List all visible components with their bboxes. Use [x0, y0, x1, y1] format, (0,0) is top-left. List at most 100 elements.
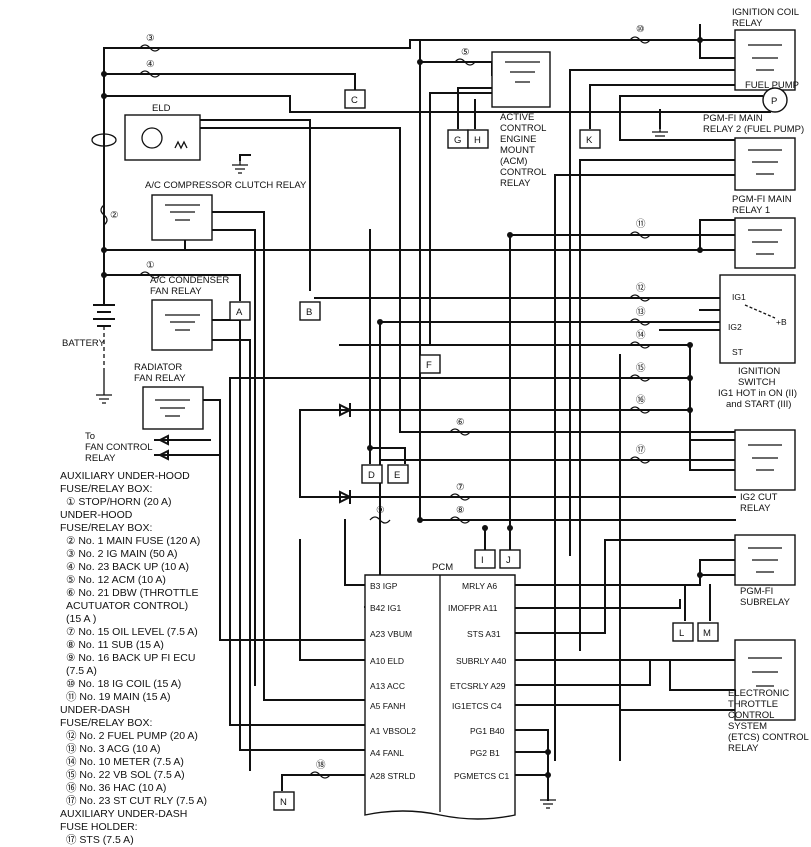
radiator-relay-label: RADIATOR: [134, 362, 182, 373]
fuse-number: ①: [146, 260, 155, 271]
svg-text:THROTTLE: THROTTLE: [728, 699, 778, 710]
connector-boxes: C G H K A B F D E I J L M N: [229, 89, 719, 811]
fuse-1: [139, 271, 161, 279]
legend-item: ② No. 1 MAIN FUSE (120 A): [66, 535, 201, 547]
legend-item: ⑭ No. 10 METER (7.5 A): [66, 756, 184, 768]
svg-text:RELAY 1: RELAY 1: [732, 205, 770, 216]
fuse-number: ⑥: [456, 417, 465, 428]
radiator-relay-box: RADIATOR FAN RELAY: [134, 362, 204, 430]
pcm-pin: A13 ACC: [370, 681, 405, 691]
fuse-number: ⑬: [636, 307, 646, 318]
radiator-relay-label: FAN RELAY: [134, 373, 186, 384]
legend-item: (15 A ): [66, 613, 97, 625]
fan-control-label: To: [85, 431, 95, 442]
fuse-number: ⑫: [636, 283, 646, 294]
legend-item: ACUTUATOR CONTROL): [66, 600, 189, 612]
fuse-15: [629, 374, 651, 382]
wires: [103, 24, 771, 801]
fan-control-label: RELAY: [85, 453, 116, 464]
connector-A: A: [236, 307, 243, 318]
connector-I: I: [481, 555, 484, 566]
legend-item: ⑦ No. 15 OIL LEVEL (7.5 A): [66, 626, 198, 638]
pcm-box: PCM B3 IGP B42 IG1 A23 VBUM A10 ELD A13 …: [364, 562, 516, 820]
fuse-legend: AUXILIARY UNDER-HOOD FUSE/RELAY BOX: ① S…: [58, 470, 208, 847]
fuse-14: [629, 341, 651, 349]
fuse-number: ⑱: [316, 760, 326, 771]
legend-item: ⑯ No. 36 HAC (10 A): [66, 782, 167, 794]
pcm-pin: B42 IG1: [370, 603, 401, 613]
fuses: [100, 36, 651, 779]
connector-D: D: [368, 470, 375, 481]
fuse-number: ③: [146, 33, 155, 44]
legend-item: ③ No. 2 IG MAIN (50 A): [66, 548, 178, 560]
fuse-6: [449, 428, 471, 436]
svg-text:IGNITION COIL: IGNITION COIL: [732, 7, 799, 18]
connector-E: E: [394, 470, 400, 481]
pcm-pin: A23 VBUM: [370, 629, 412, 639]
pcm-pin: A4 FANL: [370, 748, 404, 758]
fuse-number: ⑧: [456, 505, 465, 516]
fuse-number: ⑩: [636, 24, 645, 35]
fuel-pump: FUEL PUMP P: [745, 80, 799, 113]
legend-item: ⑧ No. 11 SUB (15 A): [66, 639, 164, 651]
svg-text:ENGINE: ENGINE: [500, 134, 536, 145]
fuse-7: [449, 493, 471, 501]
fuse-18: [309, 771, 331, 779]
ground-icon: [96, 128, 668, 809]
pcm-pin: A5 FANH: [370, 701, 405, 711]
svg-text:CONTROL: CONTROL: [500, 167, 546, 178]
svg-text:SUBRELAY: SUBRELAY: [740, 597, 791, 608]
svg-text:RELAY 2 (FUEL PUMP): RELAY 2 (FUEL PUMP): [703, 124, 804, 135]
legend-item: ① STOP/HORN (20 A): [66, 496, 172, 508]
ac-condenser-relay-box: A/C CONDENSER FAN RELAY: [150, 275, 229, 351]
fuse-5: [454, 58, 476, 66]
diode-symbol: [339, 490, 353, 504]
pcm-pin: A1 VBSOL2: [370, 726, 416, 736]
connector-B: B: [306, 307, 312, 318]
pgm-fi-main-relay-2-box: PGM-FI MAIN RELAY 2 (FUEL PUMP): [703, 113, 804, 191]
svg-text:ELECTRONIC: ELECTRONIC: [728, 688, 789, 699]
svg-text:(ACM): (ACM): [500, 156, 527, 167]
svg-text:SYSTEM: SYSTEM: [728, 721, 767, 732]
eld-box: ELD: [124, 103, 201, 161]
legend-item: ⑬ No. 3 ACG (10 A): [66, 743, 161, 755]
svg-text:and START (III): and START (III): [726, 399, 791, 410]
pcm-pin: PGMETCS C1: [454, 771, 510, 781]
connector-K: K: [586, 135, 593, 146]
pcm-pin: A10 ELD: [370, 656, 404, 666]
legend-item: (7.5 A): [66, 665, 97, 677]
svg-text:RELAY: RELAY: [500, 178, 531, 189]
pgm-fi-subrelay-box: PGM-FI SUBRELAY: [734, 534, 796, 608]
fuse-number: ⑰: [636, 445, 646, 456]
svg-text:CONTROL: CONTROL: [728, 710, 774, 721]
fuel-pump-symbol: P: [771, 96, 777, 107]
fuse-3: [139, 44, 161, 52]
fuse-4: [139, 70, 161, 78]
fuse-9: [369, 516, 391, 524]
fuse-13: [629, 318, 651, 326]
svg-text:CONTROL: CONTROL: [500, 123, 546, 134]
svg-text:PGM-FI: PGM-FI: [740, 586, 773, 597]
legend-item: ⑥ No. 21 DBW (THROTTLE: [66, 587, 199, 599]
fuse-12: [629, 294, 651, 302]
pcm-pin: IMOFPR A11: [448, 603, 498, 613]
battery-label: BATTERY: [62, 338, 106, 349]
legend-heading: FUSE HOLDER:: [60, 821, 138, 833]
legend-heading: AUXILIARY UNDER-DASH: [60, 808, 188, 820]
pcm-pin: PG1 B40: [470, 726, 505, 736]
fuse-16: [629, 406, 651, 414]
ac-clutch-relay-label: A/C COMPRESSOR CLUTCH RELAY: [145, 180, 307, 191]
pcm-pin: PG2 B1: [470, 748, 500, 758]
legend-heading: AUXILIARY UNDER-HOOD: [60, 470, 190, 482]
svg-text:RELAY: RELAY: [732, 18, 763, 29]
legend-heading: UNDER-DASH: [60, 704, 131, 716]
legend-item: ⑮ No. 22 VB SOL (7.5 A): [66, 769, 185, 781]
svg-text:IG1 HOT in ON (II): IG1 HOT in ON (II): [718, 388, 797, 399]
legend-item: ⑰ No. 23 ST CUT RLY (7.5 A): [66, 795, 208, 807]
connector-N: N: [280, 797, 287, 808]
fuse-10: [629, 36, 651, 44]
fuse-number: ⑮: [636, 363, 646, 374]
legend-heading: UNDER-HOOD: [60, 509, 133, 521]
fuse-number: ⑭: [636, 330, 646, 341]
